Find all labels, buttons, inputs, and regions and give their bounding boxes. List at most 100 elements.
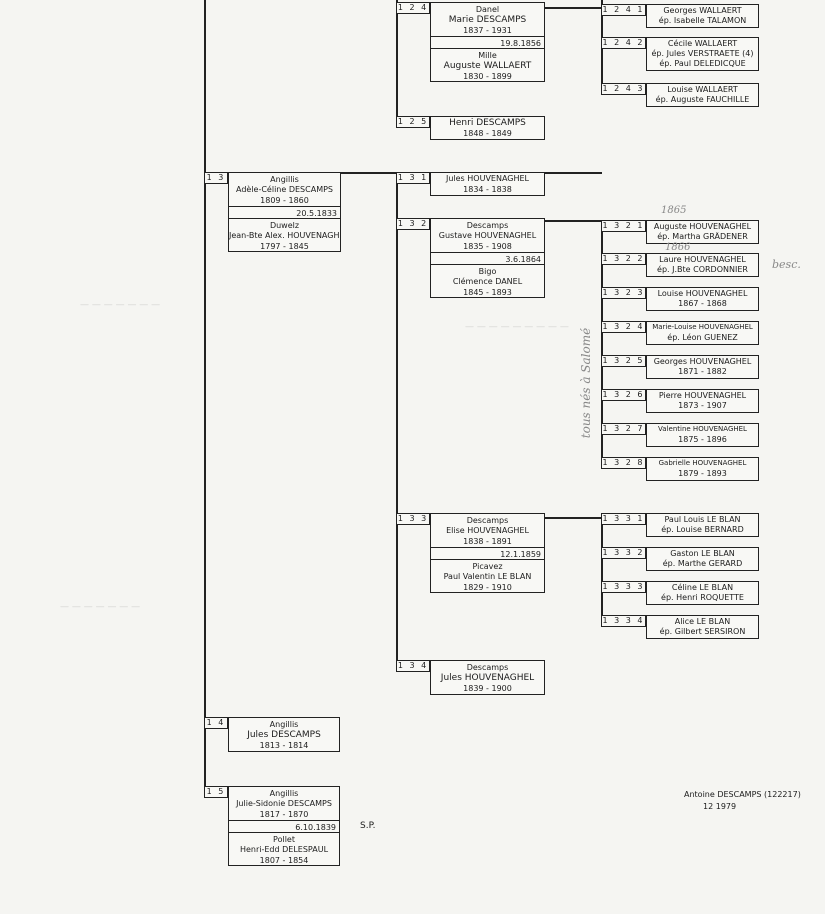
person-number: 1 5 <box>204 786 228 798</box>
person-number: 1 3 3 4 <box>601 615 646 627</box>
life-dates: 1879 - 1893 <box>678 469 727 478</box>
person-number: 1 3 2 6 <box>601 389 646 401</box>
spouse-life-dates: 1829 - 1910 <box>463 583 512 592</box>
person-box-gustave-houvenaghel: Descamps Gustave HOUVENAGHEL 1835 - 1908… <box>430 218 545 298</box>
person-name: Jules DESCAMPS <box>247 730 321 740</box>
person-box-elise-houvenaghel: Descamps Elise HOUVENAGHEL 1838 - 1891 1… <box>430 513 545 593</box>
person-number: 1 3 3 <box>396 513 430 525</box>
person-name: Jules HOUVENAGHEL <box>445 174 530 183</box>
life-dates: 1835 - 1908 <box>463 242 512 251</box>
person-box-adele-celine-descamps: Angillis Adèle-Céline DESCAMPS 1809 - 18… <box>228 172 341 252</box>
person-name: Paul Louis LE BLAN <box>664 515 741 524</box>
marriage-date: 12.1.1859 <box>500 550 541 559</box>
life-dates: 1873 - 1907 <box>678 401 727 410</box>
person-number: 1 3 2 8 <box>601 457 646 469</box>
spouse-line: ép. Martha GRÄDENER <box>657 232 748 241</box>
spouse-line: ép. Henri ROQUETTE <box>661 593 744 602</box>
person-number: 1 3 3 3 <box>601 581 646 593</box>
person-number: 1 3 4 <box>396 660 430 672</box>
divider <box>229 218 340 220</box>
person-number: 1 3 2 7 <box>601 423 646 435</box>
spouse-line: ép. Léon GUENEZ <box>667 333 738 342</box>
person-box-gaston-le-blan: Gaston LE BLAN ép. Marthe GERARD <box>646 547 759 571</box>
trunk-line <box>204 0 206 795</box>
person-box-georges-houvenaghel: Georges HOUVENAGHEL 1871 - 1882 <box>646 355 759 379</box>
person-number: 1 3 3 2 <box>601 547 646 559</box>
sheet-date: 12 1979 <box>703 802 737 811</box>
spouse-name: Henri-Edd DELESPAUL <box>239 845 329 854</box>
maternal-surname: Descamps <box>466 516 509 525</box>
spouse-line: ép. J.Bte CORDONNIER <box>657 265 748 274</box>
life-dates: 1839 - 1900 <box>463 684 512 693</box>
maternal-surname: Descamps <box>466 221 509 230</box>
person-box-paul-louis-le-blan: Paul Louis LE BLAN ép. Louise BERNARD <box>646 513 759 537</box>
person-box-auguste-houvenaghel: Auguste HOUVENAGHEL ép. Martha GRÄDENER <box>646 220 759 244</box>
divider <box>229 206 340 208</box>
person-box-alice-le-blan: Alice LE BLAN ép. Gilbert SERSIRON <box>646 615 759 639</box>
spouse-life-dates: 1807 - 1854 <box>259 856 309 865</box>
maternal-surname: Descamps <box>466 663 509 672</box>
spouse-name: Jean-Bte Alex. HOUVENAGHEL <box>229 231 340 240</box>
divider <box>431 252 544 254</box>
person-box-pierre-houvenaghel: Pierre HOUVENAGHEL 1873 - 1907 <box>646 389 759 413</box>
marriage-date: 6.10.1839 <box>295 823 336 832</box>
pencil-note-vertical: tous nés à Salomé <box>579 327 594 439</box>
person-name: Louise HOUVENAGHEL <box>657 289 748 298</box>
spouse-life-dates: 1830 - 1899 <box>463 72 512 81</box>
person-number: 1 2 4 3 <box>601 83 646 95</box>
marriage-date: 3.6.1864 <box>505 255 541 264</box>
person-name: Georges WALLAERT <box>663 6 742 15</box>
person-number: 1 2 4 2 <box>601 37 646 49</box>
person-box-georges-wallaert: Georges WALLAERT ép. Isabelle TALAMON <box>646 4 759 28</box>
marriage-date: 20.5.1833 <box>296 209 337 218</box>
person-name: Auguste HOUVENAGHEL <box>653 222 752 231</box>
person-box-gabrielle-houvenaghel: Gabrielle HOUVENAGHEL 1879 - 1893 <box>646 457 759 481</box>
pencil-note-1865: 1865 <box>661 205 687 216</box>
spouse-line: ép. Gilbert SERSIRON <box>659 627 746 636</box>
person-number: 1 3 2 <box>396 218 430 230</box>
person-box-marie-descamps: Danel Marie DESCAMPS 1837 - 1931 19.8.18… <box>430 2 545 82</box>
person-box-valentine-houvenaghel: Valentine HOUVENAGHEL 1875 - 1896 <box>646 423 759 447</box>
person-name: Marie-Louise HOUVENAGHEL <box>652 323 753 331</box>
person-name: Adèle-Céline DESCAMPS <box>235 185 333 194</box>
marriage-date: 19.8.1856 <box>500 39 541 48</box>
person-box-laure-houvenaghel: Laure HOUVENAGHEL ép. J.Bte CORDONNIER <box>646 253 759 277</box>
person-name: Georges HOUVENAGHEL <box>653 357 752 366</box>
spouse-line: ép. Isabelle TALAMON <box>658 16 747 25</box>
person-number: 1 3 2 2 <box>601 253 646 265</box>
divider <box>431 36 544 38</box>
spouse-maternal-surname: Duwelz <box>269 221 300 230</box>
spouse-maternal-surname: Pollet <box>273 835 295 844</box>
branch-line <box>601 220 603 464</box>
divider <box>229 820 339 822</box>
life-dates: 1813 - 1814 <box>259 741 309 750</box>
branch-line <box>601 517 603 621</box>
pencil-note-besc: besc. <box>772 258 801 271</box>
person-number: 1 2 4 <box>396 2 430 14</box>
person-box-henri-descamps: Henri DESCAMPS 1848 - 1849 <box>430 116 545 140</box>
life-dates: 1837 - 1931 <box>463 26 512 35</box>
divider <box>431 547 544 549</box>
person-name: Marie DESCAMPS <box>448 15 527 25</box>
pencil-note-1866: 1866 <box>665 242 691 253</box>
maternal-surname: Angillis <box>270 175 299 184</box>
person-box-marie-louise-houvenaghel: Marie-Louise HOUVENAGHEL ép. Léon GUENEZ <box>646 321 759 345</box>
person-number: 1 2 5 <box>396 116 430 128</box>
spouse-maternal-surname: Mille <box>478 51 497 60</box>
person-name: Gustave HOUVENAGHEL <box>438 231 537 240</box>
life-dates: 1875 - 1896 <box>678 435 727 444</box>
branch-line <box>396 172 398 662</box>
person-name: Gaston LE BLAN <box>670 549 735 558</box>
life-dates: 1834 - 1838 <box>463 185 512 194</box>
life-dates: 1809 - 1860 <box>260 196 309 205</box>
person-box-louise-wallaert: Louise WALLAERT ép. Auguste FAUCHILLE <box>646 83 759 107</box>
spouse-line: ép. Jules VERSTRAETE (4) <box>651 49 754 58</box>
spouse-line: ép. Auguste FAUCHILLE <box>655 95 750 104</box>
spouse-name: Paul Valentin LE BLAN <box>443 572 532 581</box>
divider <box>431 264 544 266</box>
person-number: 1 4 <box>204 717 228 729</box>
divider <box>431 48 544 50</box>
branch-line <box>396 0 398 122</box>
life-dates: 1817 - 1870 <box>259 810 309 819</box>
